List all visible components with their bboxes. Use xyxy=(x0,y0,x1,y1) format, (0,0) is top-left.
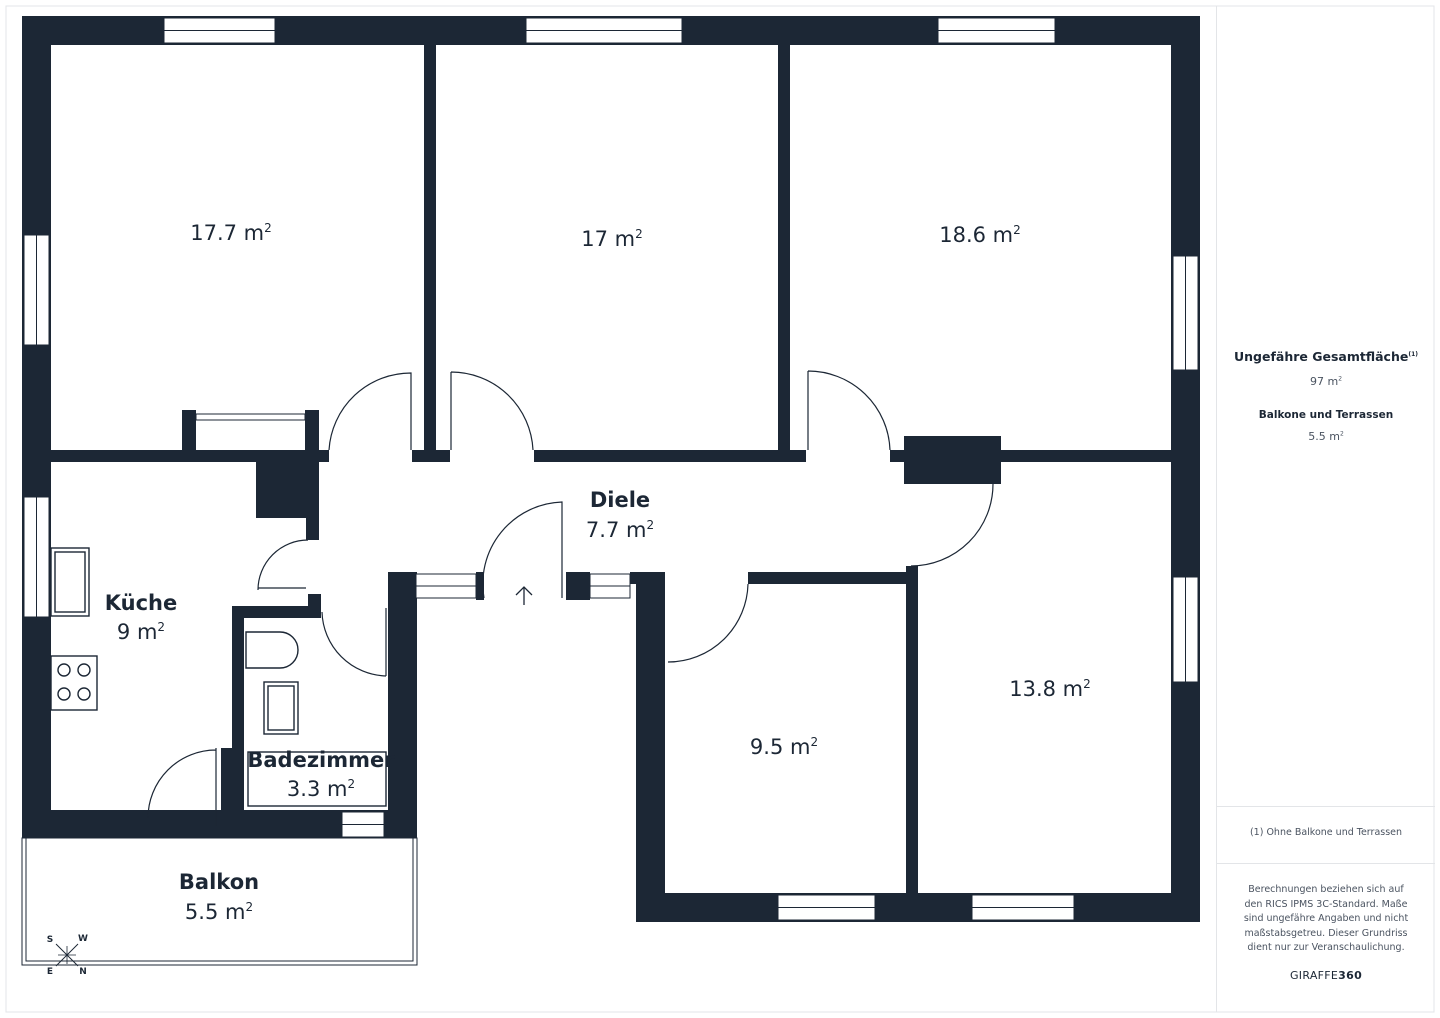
wall-bedroom-n-ne xyxy=(778,45,790,460)
balcony-area-value: 5.5 m2 xyxy=(1308,430,1344,443)
windows xyxy=(23,17,1199,921)
room-labels: 17.7 m2 17 m2 18.6 m2 Küche 9 m2 Diele 7… xyxy=(105,221,1091,924)
room-area-balcony: 5.5 m2 xyxy=(185,900,253,924)
kitchen-bath-wall xyxy=(221,748,232,838)
door-balcony xyxy=(147,748,217,826)
door-entrance xyxy=(482,501,563,599)
divider xyxy=(1217,806,1435,807)
burner-icon xyxy=(57,687,71,701)
footnote: (1) Ohne Balkone und Terrassen xyxy=(1249,827,1403,838)
wall-hall-stub-2 xyxy=(890,450,908,462)
kitchen-stove xyxy=(50,655,98,711)
wall-room-s-se xyxy=(906,566,918,893)
room-area-bedroom-nw: 17.7 m2 xyxy=(190,221,272,245)
wall-bedroom-n-south xyxy=(534,450,806,462)
brand-logo: GIRAFFE360 xyxy=(1289,969,1363,982)
bathroom-west-wall xyxy=(232,606,244,810)
kitchen-hall-wall-stub xyxy=(306,518,319,540)
info-panel: Ungefähre Gesamtfläche(1) 97 m2 Balkone … xyxy=(1216,6,1435,1012)
balcony-railing xyxy=(25,837,414,962)
interior-walls xyxy=(51,45,1171,893)
door-bedroom-n xyxy=(450,371,534,451)
entrance-arrow-icon xyxy=(515,586,533,605)
compass-e-label: E xyxy=(47,967,53,977)
kitchen-niche-left xyxy=(182,410,196,450)
hall-south-wall-right xyxy=(630,572,665,584)
compass-s-label: S xyxy=(47,935,53,945)
bathroom-north-wall xyxy=(232,606,321,618)
door-room-se xyxy=(910,483,994,567)
total-area-value: 97 m2 xyxy=(1309,375,1343,388)
chimney-block-west xyxy=(256,462,319,518)
east-wall xyxy=(1171,16,1200,922)
door-bedroom-ne xyxy=(807,370,891,451)
chimney-block-east xyxy=(904,436,1001,484)
compass-w-label: W xyxy=(78,934,88,944)
bathroom-east-wall xyxy=(388,572,417,838)
fixtures xyxy=(50,547,387,807)
bathroom-wall-stub xyxy=(308,594,321,618)
room-name-bathroom: Badezimmer xyxy=(247,748,395,772)
wall-hall-stub-1 xyxy=(412,450,450,462)
doors xyxy=(147,370,994,826)
total-area-label: Ungefähre Gesamtfläche(1) xyxy=(1233,349,1418,364)
burner-icon xyxy=(77,687,91,701)
room-area-bedroom-ne: 18.6 m2 xyxy=(939,223,1021,247)
bathtub xyxy=(247,751,387,807)
compass-rose-icon: S W E N xyxy=(47,934,88,977)
exterior-walls xyxy=(22,16,1200,922)
page-frame xyxy=(5,5,1435,1013)
toilet xyxy=(245,631,299,669)
wall-bedroom-nw-n xyxy=(424,45,436,460)
room-area-room-se: 13.8 m2 xyxy=(1009,677,1091,701)
wall-bedroom-nw-south xyxy=(51,450,329,462)
room-area-hallway: 7.7 m2 xyxy=(586,518,654,542)
room-area-kitchen: 9 m2 xyxy=(117,620,165,644)
door-kitchen xyxy=(257,539,309,591)
door-bathroom xyxy=(321,608,387,677)
room-area-room-s: 9.5 m2 xyxy=(750,735,818,759)
divider xyxy=(1217,863,1435,864)
south-wall-east xyxy=(636,893,1200,922)
wall-bedroom-ne-south xyxy=(1000,450,1171,462)
burner-icon xyxy=(77,663,91,677)
entrance-jamb-left xyxy=(476,572,484,600)
room-area-bedroom-n: 17 m2 xyxy=(581,227,643,251)
kitchen-niche-window xyxy=(195,413,306,421)
door-bedroom-nw xyxy=(328,372,412,451)
room-name-hallway: Diele xyxy=(590,488,650,512)
burner-icon xyxy=(57,663,71,677)
disclaimer: Berechnungen beziehen sich auf den RICS … xyxy=(1243,884,1409,953)
compass-n-label: N xyxy=(79,967,87,977)
room-s-north-wall xyxy=(748,572,906,584)
door-room-s xyxy=(667,583,749,663)
kitchen-sink-basin xyxy=(54,551,86,613)
room-name-kitchen: Küche xyxy=(105,591,178,615)
balcony-area-label: Balkone und Terrassen xyxy=(1258,409,1394,421)
room-area-bathroom: 3.3 m2 xyxy=(287,777,355,801)
bathroom-sink-basin xyxy=(267,685,295,731)
entrance-jamb-right xyxy=(566,572,590,600)
west-wall xyxy=(22,16,51,838)
room-name-balcony: Balkon xyxy=(179,870,259,894)
kitchen-niche-right xyxy=(305,410,319,450)
south-room-west-wall xyxy=(636,572,665,922)
hall-south-wall-left xyxy=(388,572,416,584)
